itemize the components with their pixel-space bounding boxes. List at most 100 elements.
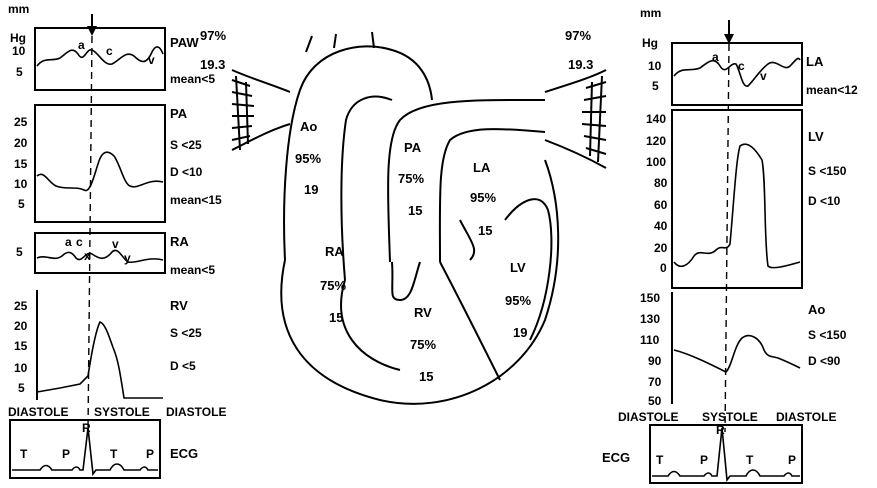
pa-tick-5: 5 [18, 197, 25, 211]
la-waveform [674, 58, 800, 86]
lv-tick-120: 120 [646, 134, 666, 148]
pa-vessel-sat: 75% [398, 171, 424, 186]
left-lung-vessels [232, 70, 290, 150]
left-lung-sat: 97% [200, 28, 226, 43]
ao-tick-110: 110 [640, 333, 660, 347]
right-phase-diastole-1: DIASTOLE [618, 410, 678, 424]
rv-tick-10: 10 [14, 361, 28, 375]
lv-tick-60: 60 [654, 198, 668, 212]
ao-tick-150: 150 [640, 291, 660, 305]
la-wave-a: a [712, 50, 719, 64]
rv-tick-5: 5 [18, 381, 25, 395]
lv-tick-0: 0 [660, 261, 667, 275]
rv-tick-20: 20 [14, 319, 28, 333]
lv-name: LV [808, 129, 824, 144]
paw-name: PAW [170, 35, 199, 50]
left-unit-mm: mm [8, 2, 29, 16]
ao-tick-90: 90 [648, 354, 662, 368]
paw-waveform [37, 47, 163, 66]
ra-name: RA [170, 234, 189, 249]
left-ecg-p2: P [146, 447, 154, 461]
ra-chamber-pressure: 15 [329, 310, 343, 325]
lv-tick-80: 80 [654, 176, 668, 190]
left-ecg-p1: P [62, 447, 70, 461]
rv-waveform [37, 322, 163, 398]
rv-panel: 25 20 15 10 5 RV S <25 D <5 [14, 290, 202, 400]
right-ecg-trace [652, 428, 800, 480]
ao-diastolic: D <90 [808, 354, 841, 368]
right-ecg-r: R [716, 423, 725, 437]
rv-chamber-sat: 75% [410, 337, 436, 352]
lv-systolic: S <150 [808, 164, 847, 178]
left-ecg-r: R [82, 421, 91, 435]
ra-tick-5: 5 [16, 245, 23, 259]
ra-wave-y: y [124, 251, 131, 265]
right-phase-diastole-2: DIASTOLE [776, 410, 836, 424]
paw-wave-a: a [78, 38, 85, 52]
paw-tick-5: 5 [16, 65, 23, 79]
ra-wave-c: c [76, 235, 83, 249]
pa-tick-15: 15 [14, 157, 28, 171]
ao-name: Ao [300, 119, 317, 134]
right-ecg: T P R T P ECG [602, 423, 802, 483]
right-phase-systole: SYSTOLE [702, 410, 758, 424]
pa-diastolic: D <10 [170, 165, 203, 179]
pa-panel: 25 20 15 10 5 PA S <25 D <10 mean<15 [14, 105, 222, 222]
ra-chamber-sat: 75% [320, 278, 346, 293]
left-phase-diastole-2: DIASTOLE [166, 405, 226, 419]
pa-vessel-name: PA [404, 140, 422, 155]
right-ecg-t2: T [746, 453, 754, 467]
paw-wave-v: v [148, 53, 155, 67]
paw-panel: 10 5 a c v PAW mean<5 [12, 28, 215, 90]
la-wave-v: v [760, 69, 767, 83]
right-phase-labels: DIASTOLE SYSTOLE DIASTOLE [618, 410, 836, 424]
ao-tick-70: 70 [648, 375, 662, 389]
right-lung-sat: 97% [565, 28, 591, 43]
left-phase-systole: SYSTOLE [94, 405, 150, 419]
paw-wave-c: c [106, 44, 113, 58]
la-mean: mean<12 [806, 83, 858, 97]
la-wave-c: c [738, 59, 745, 73]
ao-tick-130: 130 [640, 312, 660, 326]
lv-chamber-pressure: 19 [513, 325, 527, 340]
la-chamber-name: LA [473, 160, 491, 175]
right-ecg-t1: T [656, 453, 664, 467]
ao-systolic: S <150 [808, 328, 847, 342]
paw-mean: mean<5 [170, 72, 215, 86]
right-ecg-p2: P [788, 453, 796, 467]
ra-mean: mean<5 [170, 263, 215, 277]
rv-diastolic: D <5 [170, 359, 196, 373]
ra-wave-a: a [65, 235, 72, 249]
right-timing-line [725, 44, 729, 432]
right-panels: mm Hg 10 5 a c v LA mean<12 140 120 100 … [602, 6, 858, 483]
lv-tick-40: 40 [654, 219, 668, 233]
ra-waveform [37, 250, 163, 262]
pa-tick-25: 25 [14, 115, 28, 129]
right-ecg-p1: P [700, 453, 708, 467]
ao-waveform [674, 336, 800, 372]
ra-chamber-name: RA [325, 244, 344, 259]
la-panel: 10 5 a c v LA mean<12 [648, 43, 858, 105]
lv-tick-140: 140 [646, 112, 666, 126]
la-tick-5: 5 [652, 79, 659, 93]
pa-mean: mean<15 [170, 193, 222, 207]
lv-diastolic: D <10 [808, 194, 841, 208]
lv-chamber-sat: 95% [505, 293, 531, 308]
lv-tick-20: 20 [654, 241, 668, 255]
pa-name: PA [170, 106, 188, 121]
ao-panel: 150 130 110 90 70 50 Ao S <150 D <90 [640, 291, 847, 408]
lv-frame [672, 110, 802, 288]
left-lung-pressure: 19.3 [200, 57, 225, 72]
right-ecg-label: ECG [602, 450, 630, 465]
la-name: LA [806, 54, 824, 69]
lv-tick-100: 100 [646, 155, 666, 169]
rv-tick-15: 15 [14, 339, 28, 353]
lv-chamber-name: LV [510, 260, 526, 275]
right-unit-hg: Hg [642, 36, 658, 50]
left-phase-labels: DIASTOLE SYSTOLE DIASTOLE [8, 405, 226, 419]
ao-name: Ao [808, 302, 825, 317]
pa-tick-20: 20 [14, 136, 28, 150]
rv-tick-25: 25 [14, 299, 28, 313]
la-frame [672, 43, 802, 105]
left-ecg-label: ECG [170, 446, 198, 461]
